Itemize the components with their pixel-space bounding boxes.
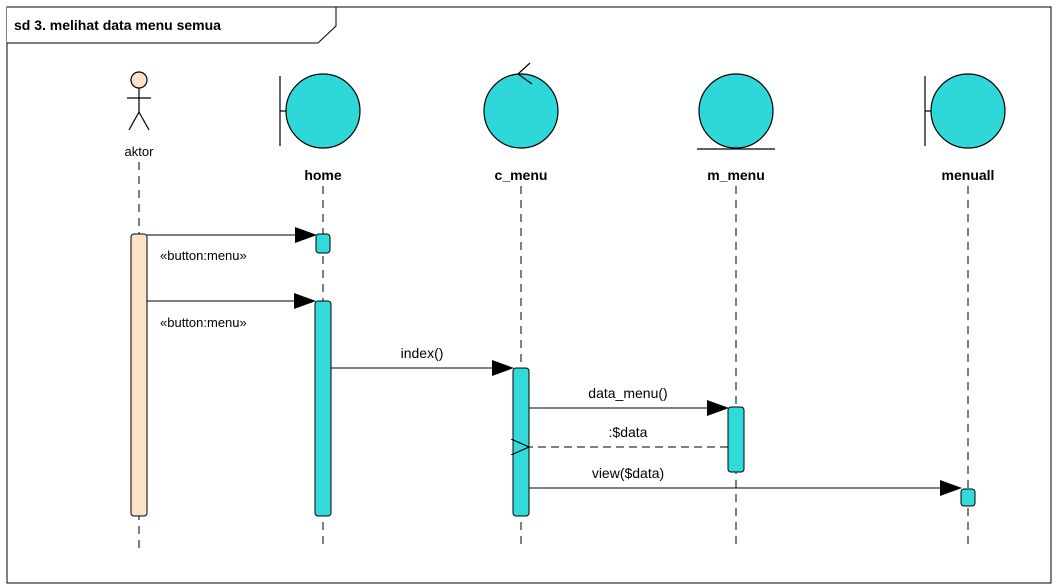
- object-c-menu: c_menu: [483, 62, 559, 183]
- message-5-return: :$data: [529, 424, 728, 447]
- activation-home-2: [314, 300, 332, 517]
- boundary-icon: [279, 73, 361, 149]
- activation-m-menu: [727, 406, 745, 473]
- message-label: index(): [401, 345, 444, 361]
- message-1: «button:menu»: [147, 227, 317, 263]
- lifelines: [138, 162, 969, 548]
- frame-title: sd 3. melihat data menu semua: [14, 17, 221, 33]
- object-label-m-menu: m_menu: [707, 167, 765, 183]
- message-6: view($data): [529, 465, 962, 496]
- entity-icon: [697, 73, 775, 150]
- message-label: view($data): [592, 465, 664, 481]
- boundary-icon: [924, 73, 1006, 149]
- control-icon: [483, 62, 559, 149]
- actor-label: aktor: [125, 144, 155, 159]
- actor-aktor: aktor: [125, 71, 155, 159]
- message-label: «button:menu»: [160, 248, 247, 263]
- object-menuall: menuall: [924, 73, 1006, 183]
- message-label: :$data: [609, 424, 648, 440]
- message-2: «button:menu»: [147, 293, 316, 330]
- actor-icon: [127, 71, 151, 131]
- activation-home-1: [315, 233, 331, 254]
- activation-menuall: [960, 488, 976, 507]
- object-home: home: [279, 73, 361, 183]
- activation-aktor: [130, 233, 148, 517]
- activations: [130, 233, 976, 517]
- message-3: index(): [331, 345, 514, 376]
- object-label-c-menu: c_menu: [495, 167, 548, 183]
- messages: «button:menu» «button:menu» index() data…: [147, 227, 962, 496]
- message-label: data_menu(): [588, 385, 667, 401]
- object-m-menu: m_menu: [697, 73, 775, 183]
- diagram-frame: sd 3. melihat data menu semua: [6, 6, 1052, 584]
- frame-title-tab: [7, 6, 337, 44]
- object-label-menuall: menuall: [942, 167, 995, 183]
- message-4: data_menu(): [529, 385, 729, 416]
- object-label-home: home: [304, 167, 342, 183]
- activation-c-menu: [512, 367, 530, 517]
- message-label: «button:menu»: [160, 315, 247, 330]
